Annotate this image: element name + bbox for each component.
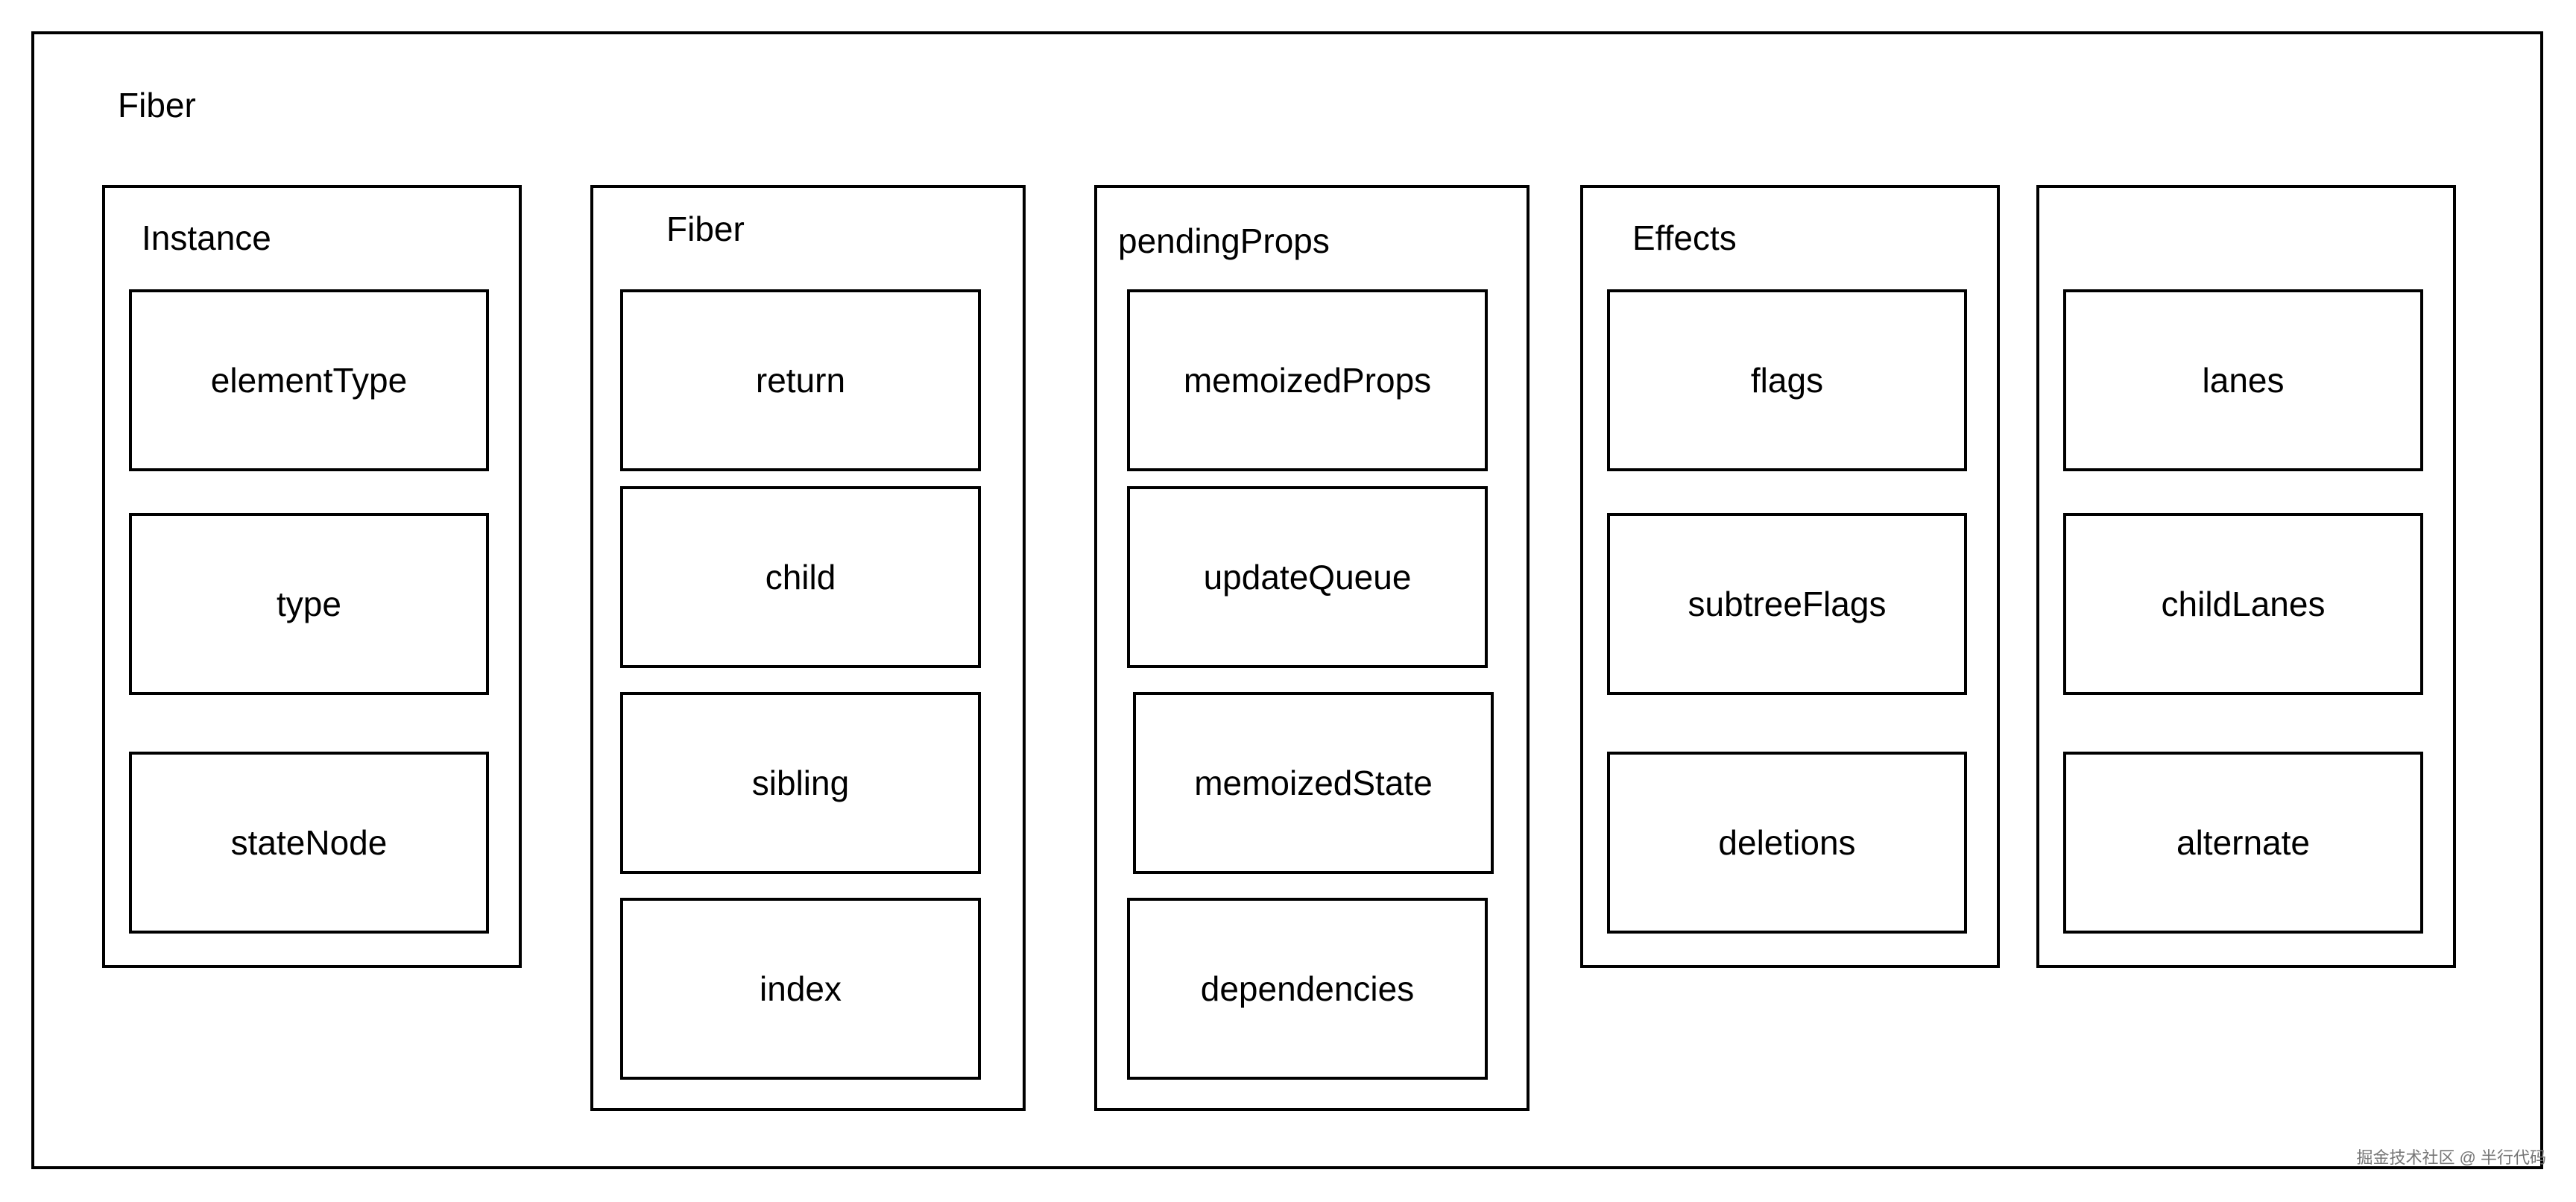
field-element-type: elementType	[129, 289, 489, 471]
field-memoized-state: memoizedState	[1133, 692, 1494, 874]
field-update-queue: updateQueue	[1127, 486, 1488, 668]
field-alternate: alternate	[2063, 752, 2423, 934]
field-return: return	[620, 289, 981, 471]
field-flags: flags	[1607, 289, 1967, 471]
group-title-effects: Effects	[1632, 218, 1737, 257]
field-lanes: lanes	[2063, 289, 2423, 471]
field-child: child	[620, 486, 981, 668]
field-child-lanes: childLanes	[2063, 513, 2423, 695]
field-deletions: deletions	[1607, 752, 1967, 934]
group-title-pending-props: pendingProps	[1118, 221, 1330, 260]
field-dependencies: dependencies	[1127, 898, 1488, 1080]
group-title-instance: Instance	[142, 218, 271, 257]
field-memoized-props: memoizedProps	[1127, 289, 1488, 471]
field-sibling: sibling	[620, 692, 981, 874]
diagram-title: Fiber	[118, 86, 196, 125]
fiber-container	[31, 31, 2543, 1169]
field-type: type	[129, 513, 489, 695]
field-index: index	[620, 898, 981, 1080]
field-subtree-flags: subtreeFlags	[1607, 513, 1967, 695]
field-state-node: stateNode	[129, 752, 489, 934]
watermark: 掘金技术社区 @ 半行代码	[2356, 1148, 2546, 1167]
group-title-fiber: Fiber	[666, 210, 745, 248]
